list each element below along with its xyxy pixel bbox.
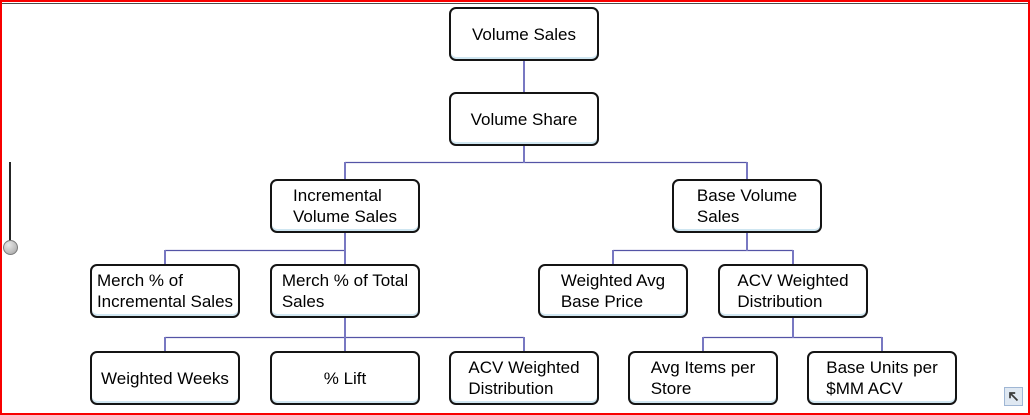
node-acv-weighted-distribution-2[interactable]: ACV Weighted Distribution [449,351,599,405]
node-label: Base Volume Sales [696,186,798,226]
node-pct-lift[interactable]: % Lift [270,351,420,405]
node-label: % Lift [323,368,367,388]
node-label: Weighted Weeks [101,368,229,388]
node-label: Volume Sales [472,24,576,44]
slider-handle[interactable] [3,240,18,255]
top-divider [2,3,1028,4]
scroll-to-origin-button[interactable] [1004,387,1023,406]
node-incremental-volume-sales[interactable]: Incremental Volume Sales [270,179,420,233]
node-label: Base Units per $MM ACV [826,358,938,398]
arrow-up-left-icon [1007,390,1020,403]
node-avg-items-per-store[interactable]: Avg Items per Store [628,351,778,405]
node-acv-weighted-distribution[interactable]: ACV Weighted Distribution [718,264,868,318]
slider-track[interactable] [9,162,11,244]
node-label: Weighted Avg Base Price [560,271,666,311]
node-base-units-per-mm-acv[interactable]: Base Units per $MM ACV [807,351,957,405]
node-label: Incremental Volume Sales [293,186,397,226]
node-volume-sales[interactable]: Volume Sales [449,7,599,61]
node-label: ACV Weighted Distribution [468,358,580,398]
node-label: Avg Items per Store [650,358,756,398]
node-weighted-weeks[interactable]: Weighted Weeks [90,351,240,405]
node-label: Volume Share [470,109,578,129]
node-base-volume-sales[interactable]: Base Volume Sales [672,179,822,233]
node-volume-share[interactable]: Volume Share [449,92,599,146]
node-label: ACV Weighted Distribution [737,271,849,311]
node-merch-pct-of-total-sales[interactable]: Merch % of Total Sales [270,264,420,318]
node-label: Merch % of Incremental Sales [96,271,234,311]
node-weighted-avg-base-price[interactable]: Weighted Avg Base Price [538,264,688,318]
node-merch-pct-of-incremental-sales[interactable]: Merch % of Incremental Sales [90,264,240,318]
node-label: Merch % of Total Sales [281,271,409,311]
